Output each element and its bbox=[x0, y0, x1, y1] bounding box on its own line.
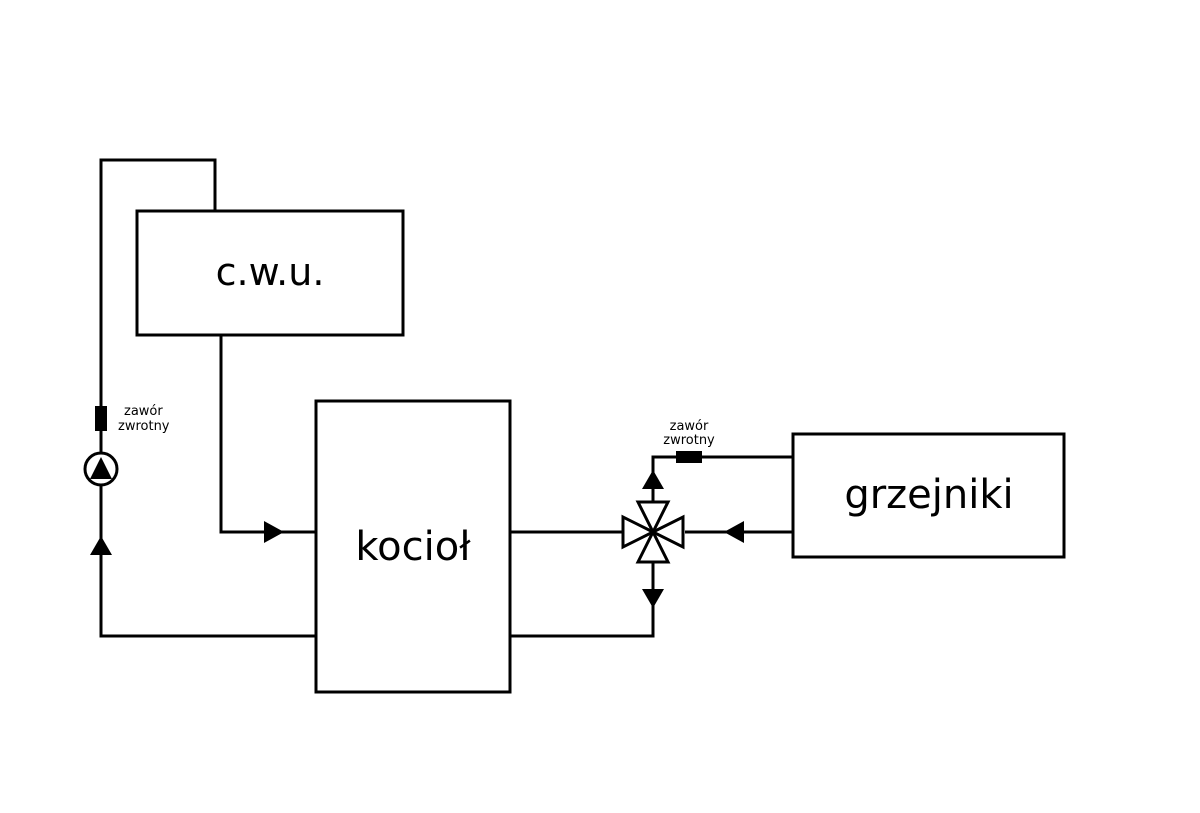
four-way-mixing-valve-icon bbox=[621, 500, 685, 564]
flow-arrow-into-boiler bbox=[264, 521, 284, 543]
flow-arrow-radiators-return bbox=[724, 521, 744, 543]
cwu-box: c.w.u. bbox=[135, 209, 405, 337]
radiators-label: grzejniki bbox=[844, 472, 1013, 518]
boiler-label: kocioł bbox=[355, 524, 471, 570]
flow-arrow-valve-down bbox=[642, 589, 664, 608]
check-valve-left-icon bbox=[95, 406, 107, 431]
circulation-pump-icon bbox=[83, 451, 119, 487]
check-valve-right-label-line1: zawór bbox=[670, 419, 709, 434]
boiler-box: kocioł bbox=[314, 399, 512, 694]
check-valve-right-icon bbox=[676, 451, 702, 463]
radiators-box: grzejniki bbox=[791, 432, 1066, 559]
cwu-label: c.w.u. bbox=[216, 250, 325, 294]
pipe-cwu-circulation-loop bbox=[99, 158, 316, 638]
pipe-valve-to-radiators-supply bbox=[651, 455, 793, 502]
flow-arrow-up-left bbox=[90, 536, 112, 555]
check-valve-right-label-line2: zwrotny bbox=[663, 433, 715, 448]
pipe-boiler-to-valve-bottom bbox=[511, 562, 655, 638]
check-valve-left-label-line2: zwrotny bbox=[118, 419, 170, 434]
pipe-cwu-to-boiler bbox=[219, 335, 316, 534]
check-valve-left-label-line1: zawór bbox=[124, 404, 163, 419]
flow-arrow-valve-up bbox=[642, 470, 664, 489]
